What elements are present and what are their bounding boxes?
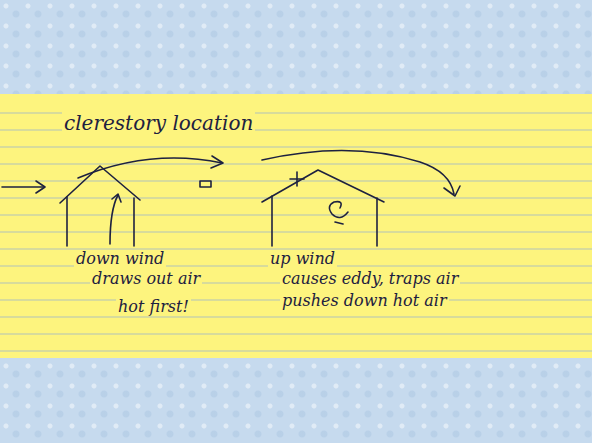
handwritten-note: causes eddy, traps air <box>280 270 460 288</box>
handwritten-note: pushes down hot air <box>280 292 449 310</box>
handwritten-note: hot first! <box>116 298 191 316</box>
handwritten-note: up wind <box>268 250 337 268</box>
handwritten-note: draws out air <box>90 270 202 288</box>
handwritten-note: down wind <box>74 250 166 268</box>
title-note: clerestory location <box>62 112 255 135</box>
